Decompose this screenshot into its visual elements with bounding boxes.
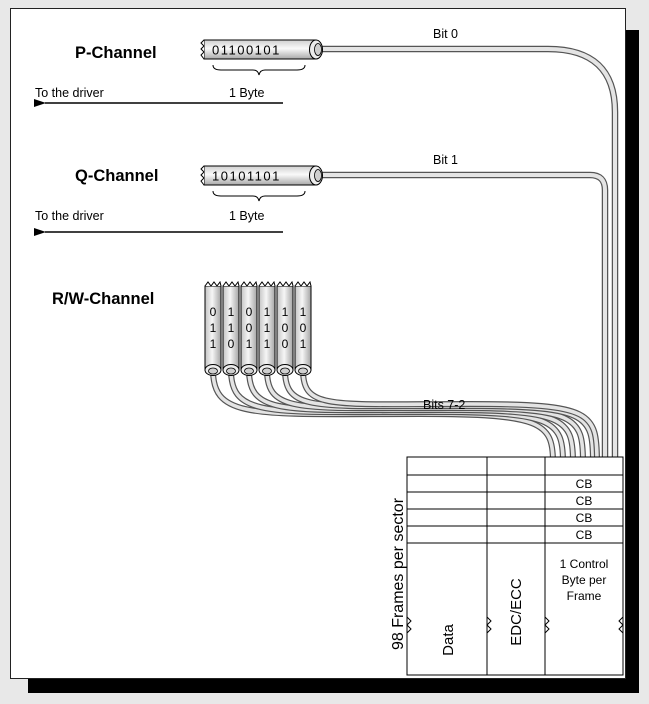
rw-bit: 1 <box>228 321 235 335</box>
q-channel-group: Q-Channel 10101101 Bit 1 To the driver 1… <box>35 153 458 232</box>
control-byte-3: CB <box>576 511 593 525</box>
rw-bit: 1 <box>264 337 271 351</box>
rw-bit: 0 <box>228 337 235 351</box>
rw-bit: 1 <box>282 305 289 319</box>
rw-bit: 1 <box>264 305 271 319</box>
rw-column-6: 1 0 1 <box>295 282 311 376</box>
rw-bit: 1 <box>210 321 217 335</box>
rw-bit: 0 <box>282 337 289 351</box>
frames-per-sector-label: 98 Frames per sector <box>390 497 407 650</box>
rw-channel-title: R/W-Channel <box>52 290 154 308</box>
rw-bit: 1 <box>300 305 307 319</box>
rw-column-3: 0 0 1 <box>241 282 257 376</box>
rw-channel-bit-label: Bits 7-2 <box>423 398 465 412</box>
rw-bit: 0 <box>210 305 217 319</box>
rw-column-1: 0 1 1 <box>205 282 221 376</box>
cables <box>213 49 615 462</box>
rw-bit: 0 <box>300 321 307 335</box>
rw-bit: 1 <box>228 305 235 319</box>
p-channel-byte-brace <box>213 65 305 75</box>
q-channel-size-label: 1 Byte <box>229 209 264 223</box>
rw-bit: 1 <box>300 337 307 351</box>
rw-column-4: 1 1 1 <box>259 282 275 376</box>
q-channel-bit-label: Bit 1 <box>433 153 458 167</box>
rw-channel-cables <box>213 370 597 462</box>
p-channel-bit-label: Bit 0 <box>433 27 458 41</box>
p-channel-bits: 01100101 <box>212 43 281 58</box>
rw-column-2: 1 1 0 <box>223 282 239 376</box>
q-channel-byte-brace <box>213 191 305 201</box>
control-note-line-2: Byte per <box>562 573 607 587</box>
edc-ecc-column-label: EDC/ECC <box>508 578 525 646</box>
rw-bit: 1 <box>210 337 217 351</box>
q-channel-direction-label: To the driver <box>35 209 104 223</box>
sector-table: CB CB CB CB 1 Control Byte per Frame Dat… <box>407 457 623 675</box>
data-column-label: Data <box>440 624 457 656</box>
rw-bit: 1 <box>264 321 271 335</box>
control-byte-4: CB <box>576 528 593 542</box>
control-byte-1: CB <box>576 477 593 491</box>
control-note-line-3: Frame <box>567 589 602 603</box>
control-byte-2: CB <box>576 494 593 508</box>
control-note-line-1: 1 Control <box>560 557 609 571</box>
rw-bit: 1 <box>246 337 253 351</box>
rw-bit: 0 <box>282 321 289 335</box>
q-channel-title: Q-Channel <box>75 167 158 185</box>
rw-bit: 0 <box>246 321 253 335</box>
rw-bit: 0 <box>246 305 253 319</box>
p-channel-title: P-Channel <box>75 44 157 62</box>
p-channel-cable <box>322 49 615 462</box>
p-channel-direction-label: To the driver <box>35 86 104 100</box>
q-channel-bits: 10101101 <box>212 169 281 184</box>
p-channel-size-label: 1 Byte <box>229 86 264 100</box>
p-channel-group: P-Channel 01100101 Bit 0 To the driver 1… <box>35 27 458 103</box>
rw-column-5: 1 0 0 <box>277 282 293 376</box>
